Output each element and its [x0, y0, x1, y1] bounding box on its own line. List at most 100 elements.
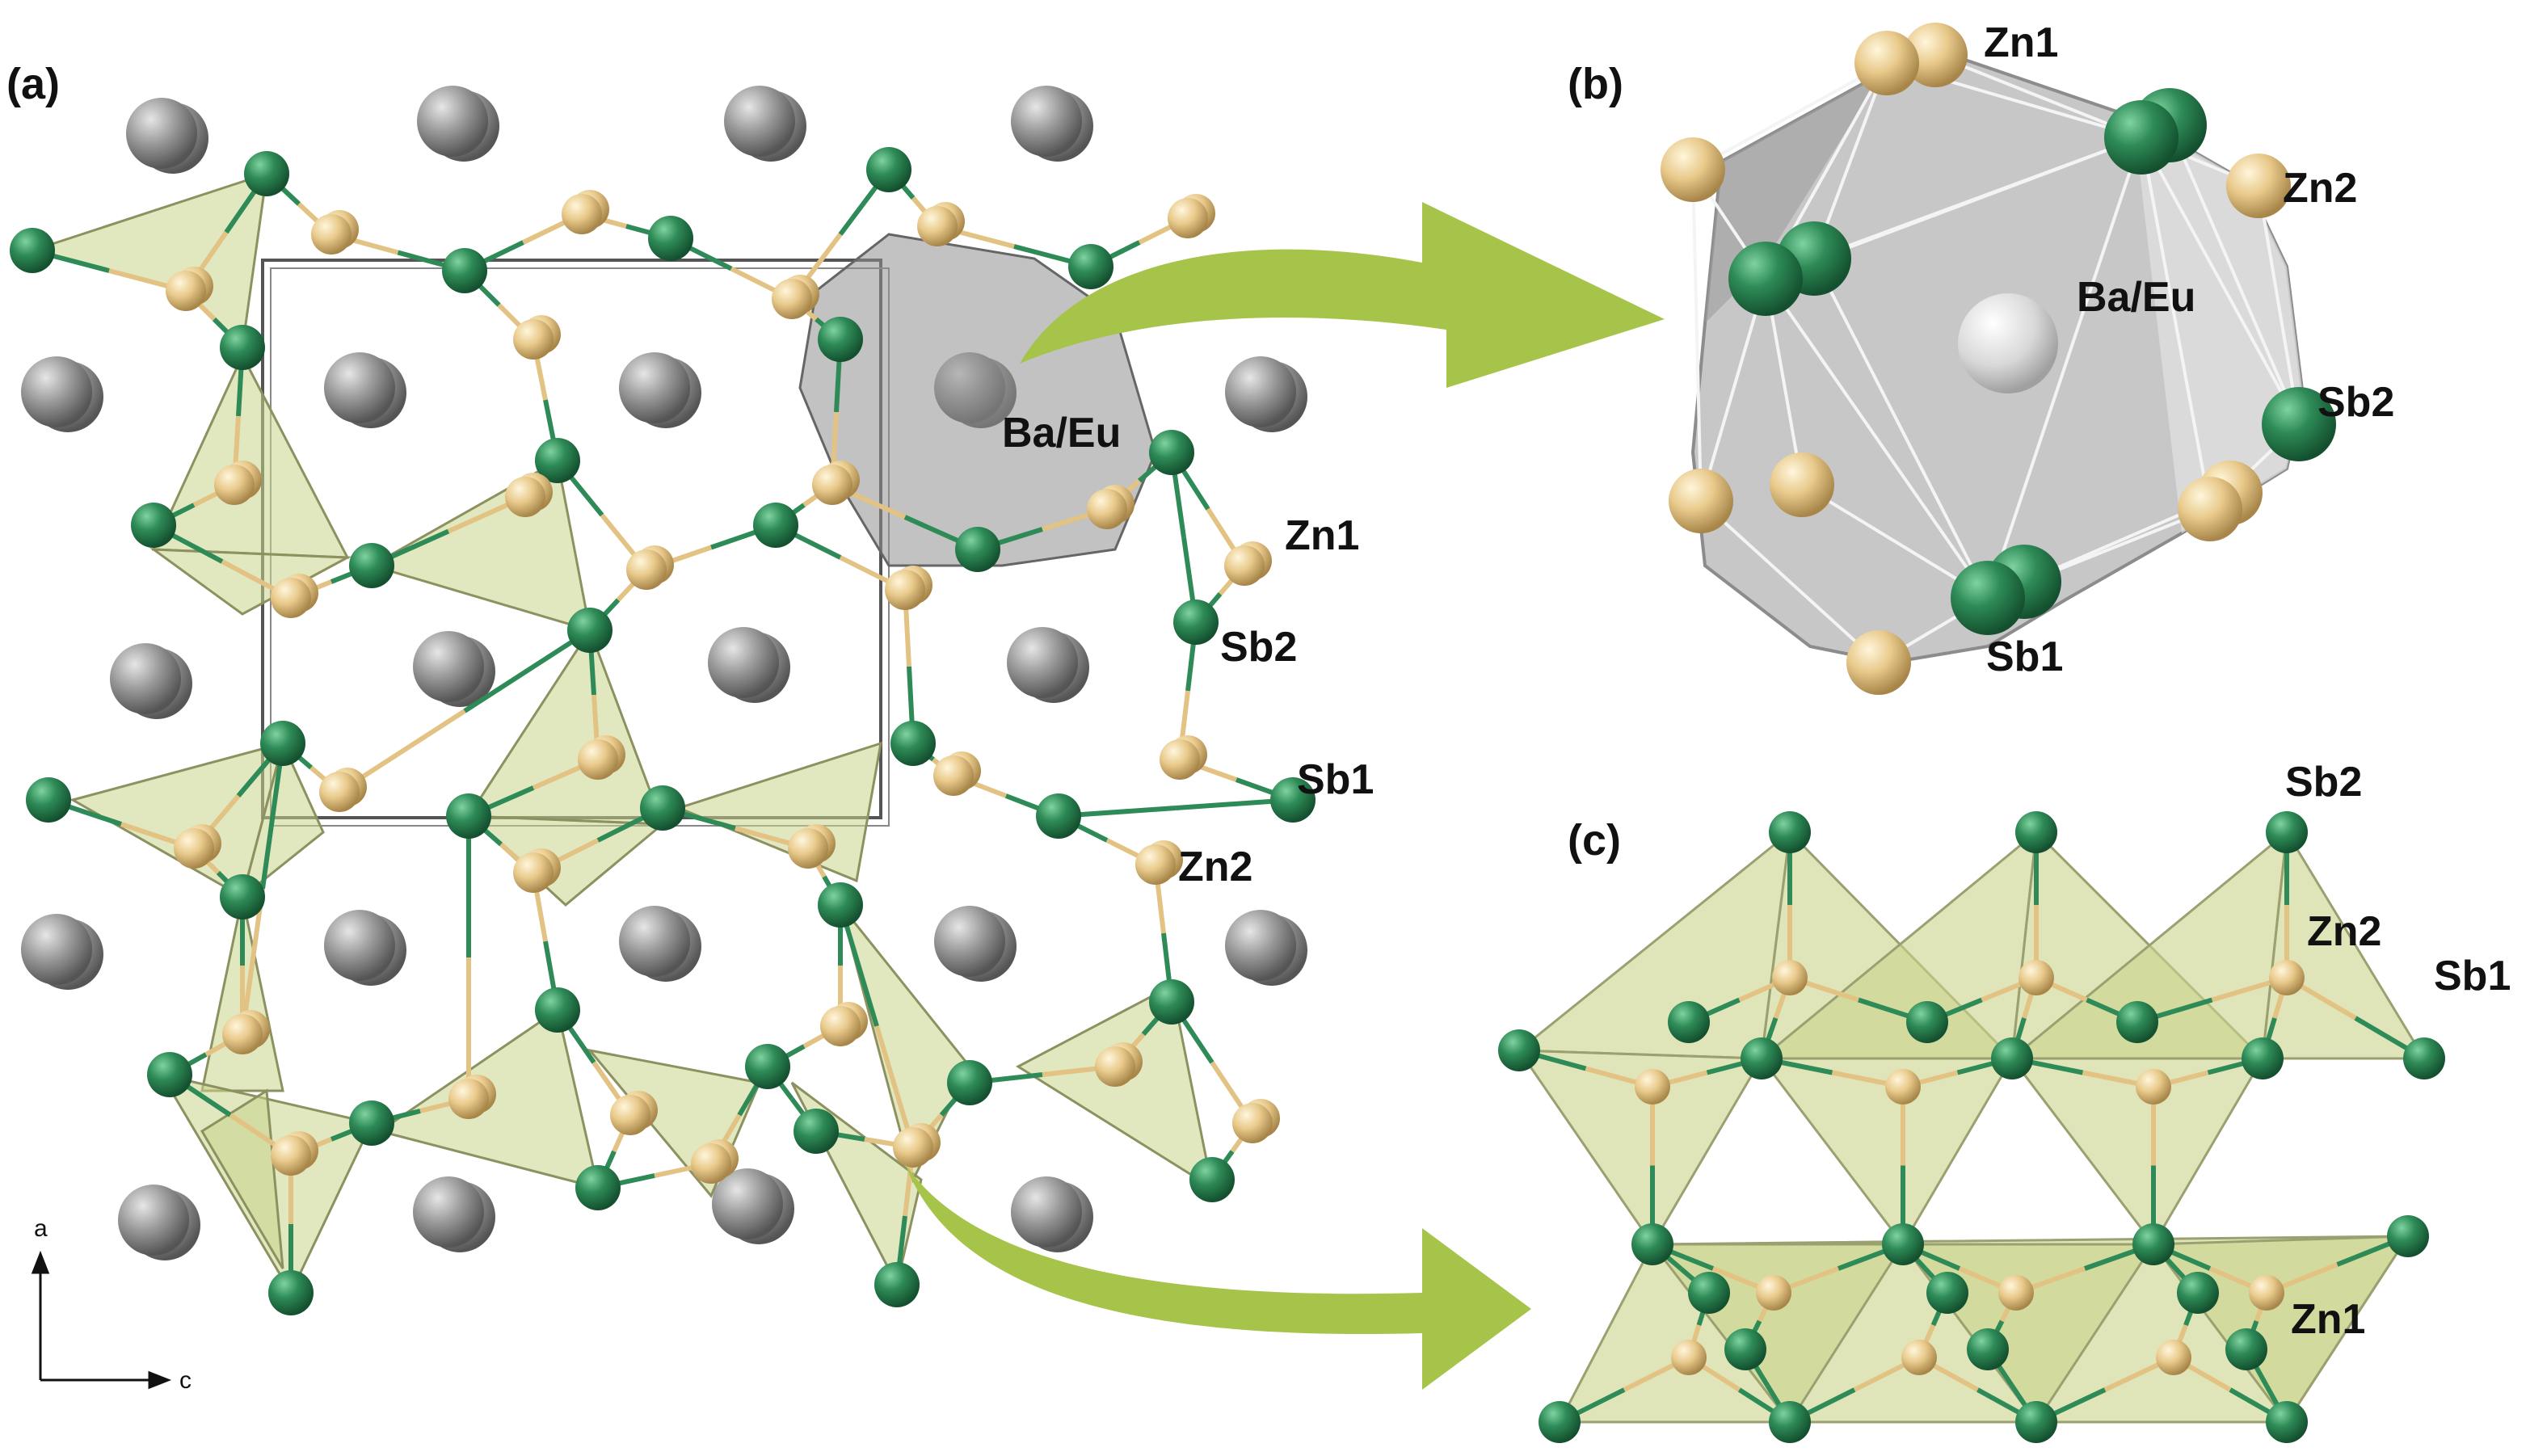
label-c-zn1: Zn1 — [2291, 1296, 2365, 1343]
sb-atom — [535, 438, 580, 483]
zn-atom — [1135, 844, 1176, 885]
panel-label-c: (c) — [1568, 816, 1621, 865]
sb-atom — [2403, 1037, 2445, 1079]
axis-label-a: a — [34, 1215, 48, 1242]
sb-atom — [1741, 1037, 1783, 1079]
zn-atom — [2269, 960, 2305, 995]
sb-atom — [1539, 1401, 1581, 1443]
zn-atom — [893, 1127, 933, 1168]
zn-atom — [578, 739, 618, 780]
zn-atom — [271, 578, 311, 618]
zn-atom — [222, 1014, 263, 1054]
sb-atom — [890, 721, 936, 766]
sb-atom — [1668, 1001, 1710, 1043]
panel-c-tetrahedral-layer: (c) Sb2 Zn2 Sb1 Zn1 — [1498, 759, 2511, 1443]
zn-atom — [562, 194, 602, 234]
axis-label-c: c — [179, 1367, 192, 1394]
ba-atom — [417, 86, 488, 157]
zn-atom — [1087, 489, 1127, 529]
zn-atom — [2136, 1069, 2171, 1105]
sb-atom — [818, 882, 863, 928]
sb-atom — [1906, 1001, 1948, 1043]
zn-atom — [448, 1079, 489, 1119]
zn-atom — [2226, 154, 2291, 218]
sb-atom — [1991, 1037, 2033, 1079]
zn-atom — [1846, 630, 1911, 695]
sb-atom — [648, 216, 693, 261]
ba-atom — [118, 1185, 189, 1256]
sb-atom — [2132, 1223, 2174, 1265]
sb-atom — [1769, 811, 1811, 853]
sb-atom — [955, 527, 1000, 572]
label-b-ba-eu: Ba/Eu — [2077, 274, 2195, 321]
zn-atom — [311, 214, 352, 255]
zn-atom — [772, 279, 812, 319]
sb-atom — [2015, 811, 2057, 853]
sb-atom — [575, 1165, 621, 1210]
zn-atom — [1160, 739, 1200, 780]
sb-atom — [442, 248, 487, 293]
sb-atom — [2266, 1401, 2308, 1443]
zn-atom — [1224, 545, 1265, 586]
label-a-zn2: Zn2 — [1178, 844, 1252, 890]
sb-atom — [1967, 1328, 2009, 1370]
zn-atom — [2249, 1275, 2284, 1311]
ba-atom — [1011, 1176, 1082, 1248]
sb-atom — [1951, 561, 2025, 635]
ba-atom — [712, 1168, 783, 1239]
sb-atom — [1149, 430, 1194, 475]
panel-a-structure: (a) Ba/Eu Zn1 Sb2 Sb1 Zn2 a c — [6, 60, 1374, 1394]
zn-atom — [319, 772, 360, 812]
zn-atom — [1095, 1046, 1135, 1087]
sb-atom — [947, 1060, 992, 1105]
zn-atom — [626, 549, 667, 590]
sb-atom — [1149, 979, 1194, 1025]
sb-atom — [2225, 1328, 2267, 1370]
zn-atom — [513, 319, 554, 360]
zn-atom — [1661, 137, 1725, 202]
sb-atom — [2104, 100, 2178, 175]
sb-atom — [1728, 242, 1803, 316]
zn-atom — [1669, 469, 1733, 533]
panel-b-coordination-polyhedron: (b) Zn1 Zn2 Ba/Eu Sb2 Sb1 — [1568, 19, 2394, 695]
zn-atom — [610, 1095, 650, 1135]
zn-atom — [2178, 477, 2242, 541]
sb-atom — [640, 785, 685, 831]
polyhedron-edge — [2257, 185, 2301, 425]
sb-atom — [349, 1100, 394, 1146]
ba-atom — [324, 910, 395, 981]
ba-eu-atoms-a — [21, 86, 1307, 1260]
sb-atom — [446, 793, 491, 839]
sb-atom — [260, 721, 305, 766]
ba-atom — [724, 86, 795, 157]
zn-atom — [1903, 23, 1968, 87]
sb-atom — [1036, 793, 1081, 839]
sb-atom — [2177, 1272, 2219, 1314]
sb-atom — [535, 987, 580, 1033]
zn-atom — [1901, 1340, 1937, 1375]
sb-atom — [1270, 777, 1316, 823]
ba-atom — [413, 1176, 484, 1248]
sb-atom — [1173, 600, 1219, 645]
zn-atom — [166, 271, 206, 311]
polyhedron-edge — [1699, 278, 1767, 502]
ba-atom — [126, 98, 197, 169]
sb-atom — [1189, 1157, 1235, 1202]
bond — [1058, 797, 1294, 818]
zn-atom — [1671, 1340, 1707, 1375]
zn-atom — [820, 1006, 861, 1046]
label-b-sb1: Sb1 — [1986, 633, 2063, 680]
polyhedron-edge — [1691, 169, 1703, 502]
ba-atom — [1007, 627, 1078, 698]
sb-atom — [2116, 1001, 2158, 1043]
zn-atom — [2156, 1340, 2191, 1375]
sb-atom — [794, 1109, 839, 1154]
sb-atom — [1769, 1401, 1811, 1443]
panel-label-a: (a) — [6, 60, 60, 108]
sb-zn-atoms-a — [10, 147, 1316, 1315]
zn-atom — [174, 828, 214, 869]
sb-atom — [26, 777, 71, 823]
arrow-to-c — [905, 1164, 1531, 1390]
ba-atom — [708, 627, 779, 698]
sb-atom — [131, 503, 176, 548]
